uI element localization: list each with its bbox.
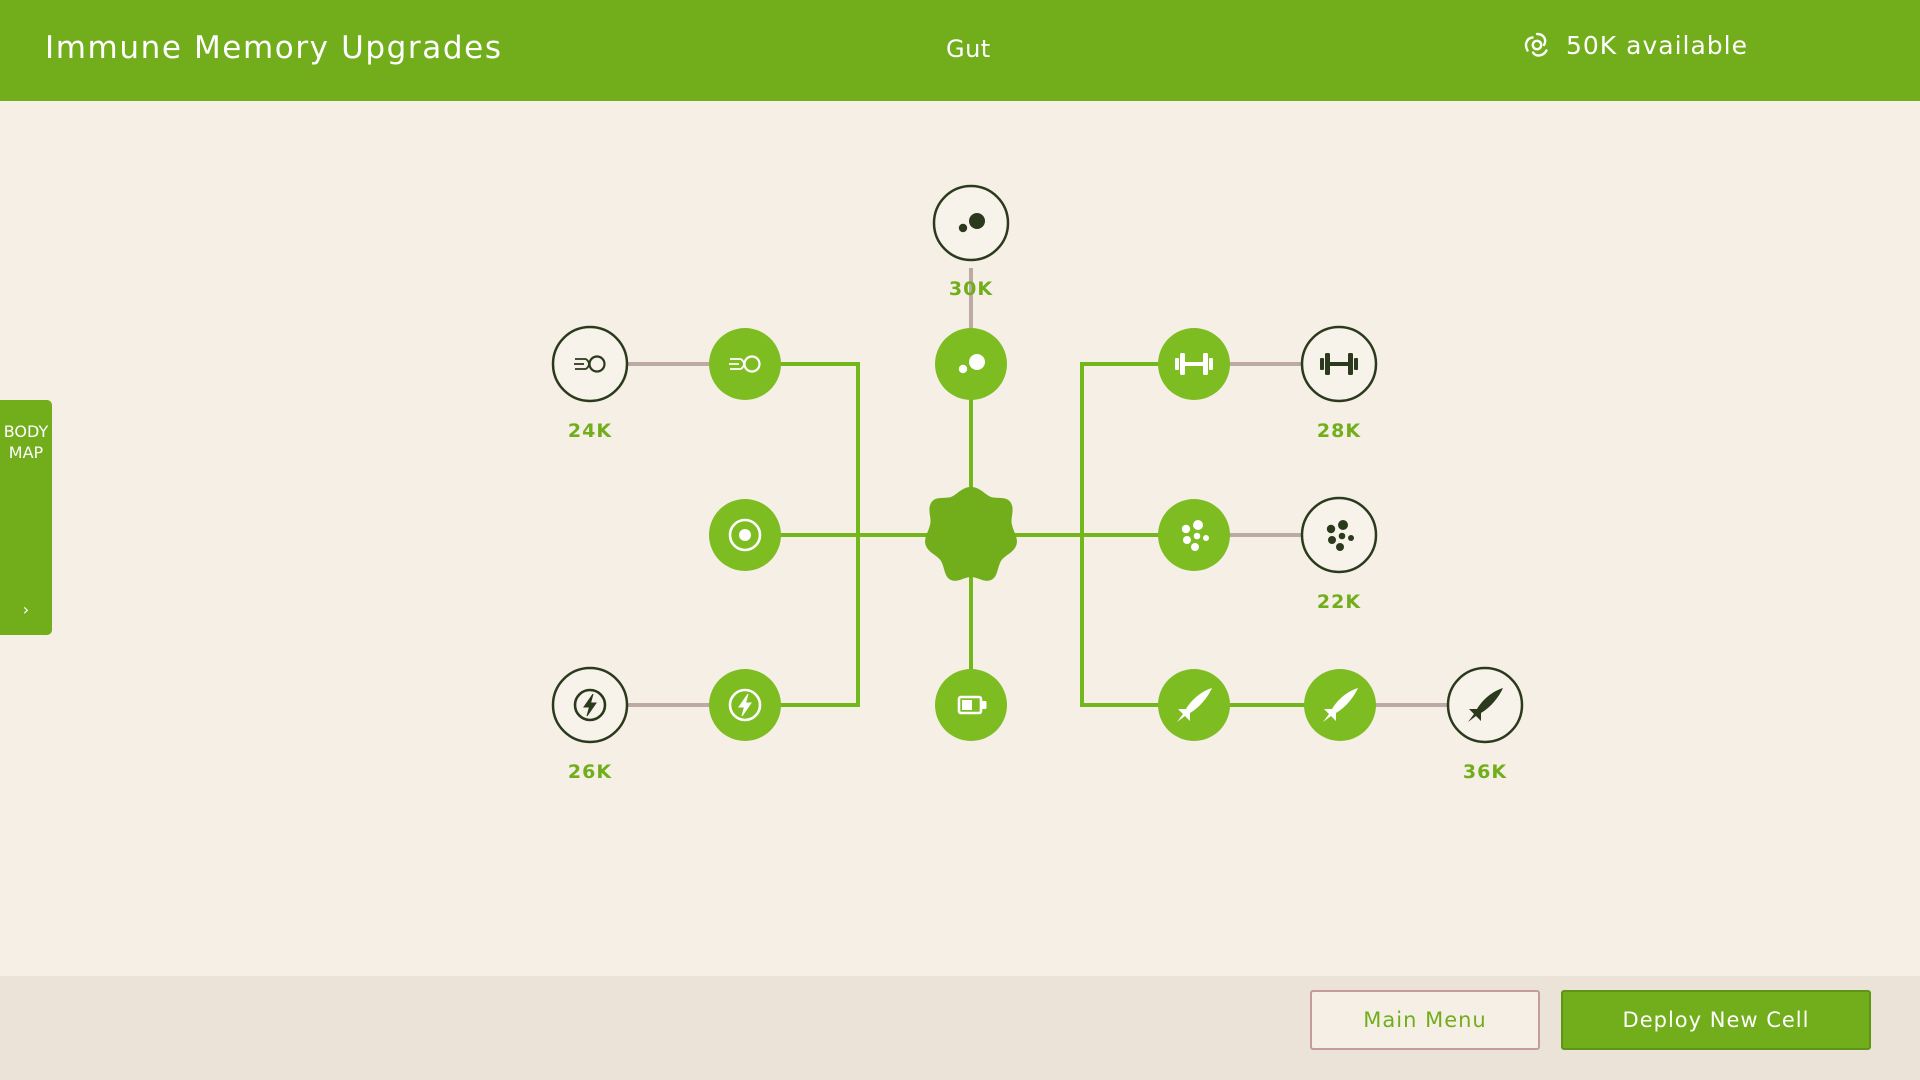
upgrade-node-spread-2[interactable] — [1300, 496, 1378, 574]
upgrade-node-speed-2[interactable] — [551, 325, 629, 403]
core-node[interactable] — [925, 487, 1017, 581]
body-map-tab[interactable]: BODY MAP › — [0, 400, 52, 635]
main-menu-button[interactable]: Main Menu — [1310, 990, 1540, 1050]
upgrade-node-energy-1[interactable] — [709, 669, 781, 741]
cost-label-speed-2: 24K — [567, 420, 613, 442]
upgrade-node-target-1[interactable] — [709, 499, 781, 571]
core-cell-icon — [925, 487, 1017, 581]
chevron-right-icon: › — [22, 600, 30, 619]
cost-label-spread-2: 22K — [1316, 591, 1362, 613]
upgrade-node-battery-1[interactable] — [935, 669, 1007, 741]
virus-icon — [1524, 32, 1548, 57]
upgrade-node-spread-1[interactable] — [1158, 499, 1230, 571]
upgrade-node-strength-2[interactable] — [1300, 325, 1378, 403]
upgrade-node-energy-2[interactable] — [551, 666, 629, 744]
page-title: Immune Memory Upgrades — [45, 30, 503, 66]
upgrade-node-dots-1[interactable] — [935, 328, 1007, 400]
cost-label-strength-2: 28K — [1316, 420, 1362, 442]
cost-label-missile-3: 36K — [1462, 761, 1508, 783]
upgrade-node-strength-1[interactable] — [1158, 328, 1230, 400]
cost-label-energy-2: 26K — [567, 761, 613, 783]
upgrade-node-dots-2[interactable] — [932, 184, 1010, 262]
currency-display: 50K available — [1522, 30, 1748, 60]
currency-label: 50K available — [1566, 30, 1748, 60]
upgrade-node-missile-3[interactable] — [1446, 666, 1524, 744]
region-name: Gut — [946, 35, 991, 63]
upgrade-node-missile-1[interactable] — [1158, 669, 1230, 741]
upgrade-node-speed-1[interactable] — [709, 328, 781, 400]
body-map-label: BODY MAP — [3, 422, 59, 462]
cost-label-dots-2: 30K — [948, 278, 994, 300]
deploy-new-cell-button[interactable]: Deploy New Cell — [1561, 990, 1871, 1050]
upgrade-node-missile-2[interactable] — [1304, 669, 1376, 741]
header-bar: Immune Memory Upgrades Gut 50K available — [0, 0, 1920, 101]
